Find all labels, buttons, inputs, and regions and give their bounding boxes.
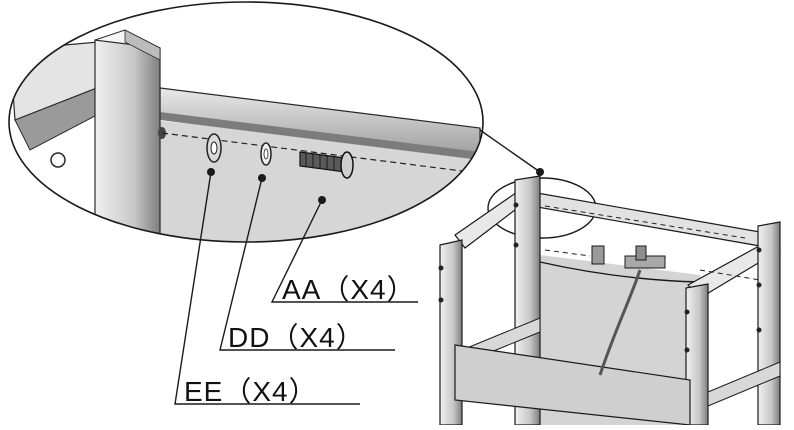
- callout-ee-label: EE（X4）: [184, 376, 318, 407]
- leader-lines: [174, 168, 418, 405]
- valve-left: [591, 245, 605, 265]
- rail-hole: [50, 152, 66, 168]
- zoom-connector-line: [479, 129, 541, 173]
- frame-post-back-right: [757, 221, 781, 426]
- bolt-aa-head: [340, 151, 354, 179]
- gas-hose: [598, 269, 642, 376]
- zoom-connector-dot: [536, 168, 544, 176]
- leader-dd: [219, 177, 395, 351]
- leader-aa: [270, 199, 418, 303]
- callout-dd-label: DD（X4）: [228, 322, 365, 353]
- callout-aa-label: AA（X4）: [282, 274, 416, 305]
- top-rail-underside: [160, 112, 480, 160]
- frame-assembly: [438, 175, 781, 426]
- vertical-post: [94, 39, 161, 242]
- leader-ee: [174, 171, 360, 405]
